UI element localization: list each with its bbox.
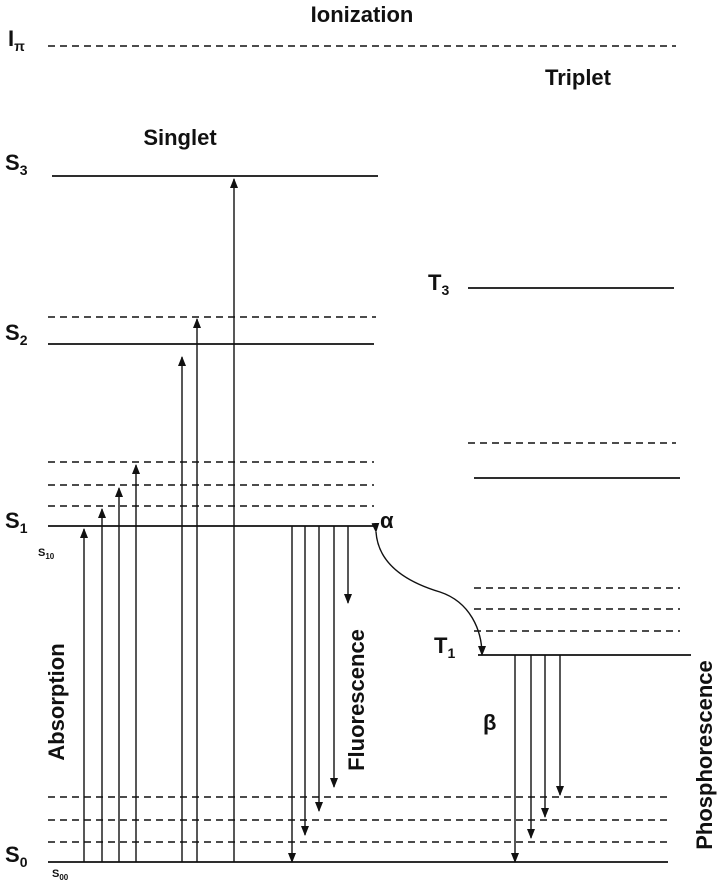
level-label-t3: T3 — [428, 270, 449, 298]
phosphorescence-label: Phosphorescence — [692, 660, 717, 850]
level-label-s0: S0 — [5, 842, 28, 870]
absorption-label: Absorption — [44, 643, 69, 760]
level-label-s1: S1 — [5, 508, 28, 536]
level-label-s00: S00 — [52, 868, 69, 882]
level-label-t1: T1 — [434, 633, 455, 661]
triplet-title: Triplet — [545, 65, 612, 90]
fluorescence-label: Fluorescence — [344, 629, 369, 771]
alpha-label: α — [380, 508, 394, 533]
intersystem-crossing-arrow — [371, 522, 486, 656]
level-label-s2: S2 — [5, 320, 28, 348]
beta-label: β — [483, 710, 496, 735]
level-label-s3: S3 — [5, 150, 28, 178]
level-label-ionization: Iπ — [8, 26, 25, 54]
ionization-title: Ionization — [311, 2, 414, 27]
singlet-title: Singlet — [143, 125, 217, 150]
level-label-s10: S10 — [38, 547, 55, 561]
